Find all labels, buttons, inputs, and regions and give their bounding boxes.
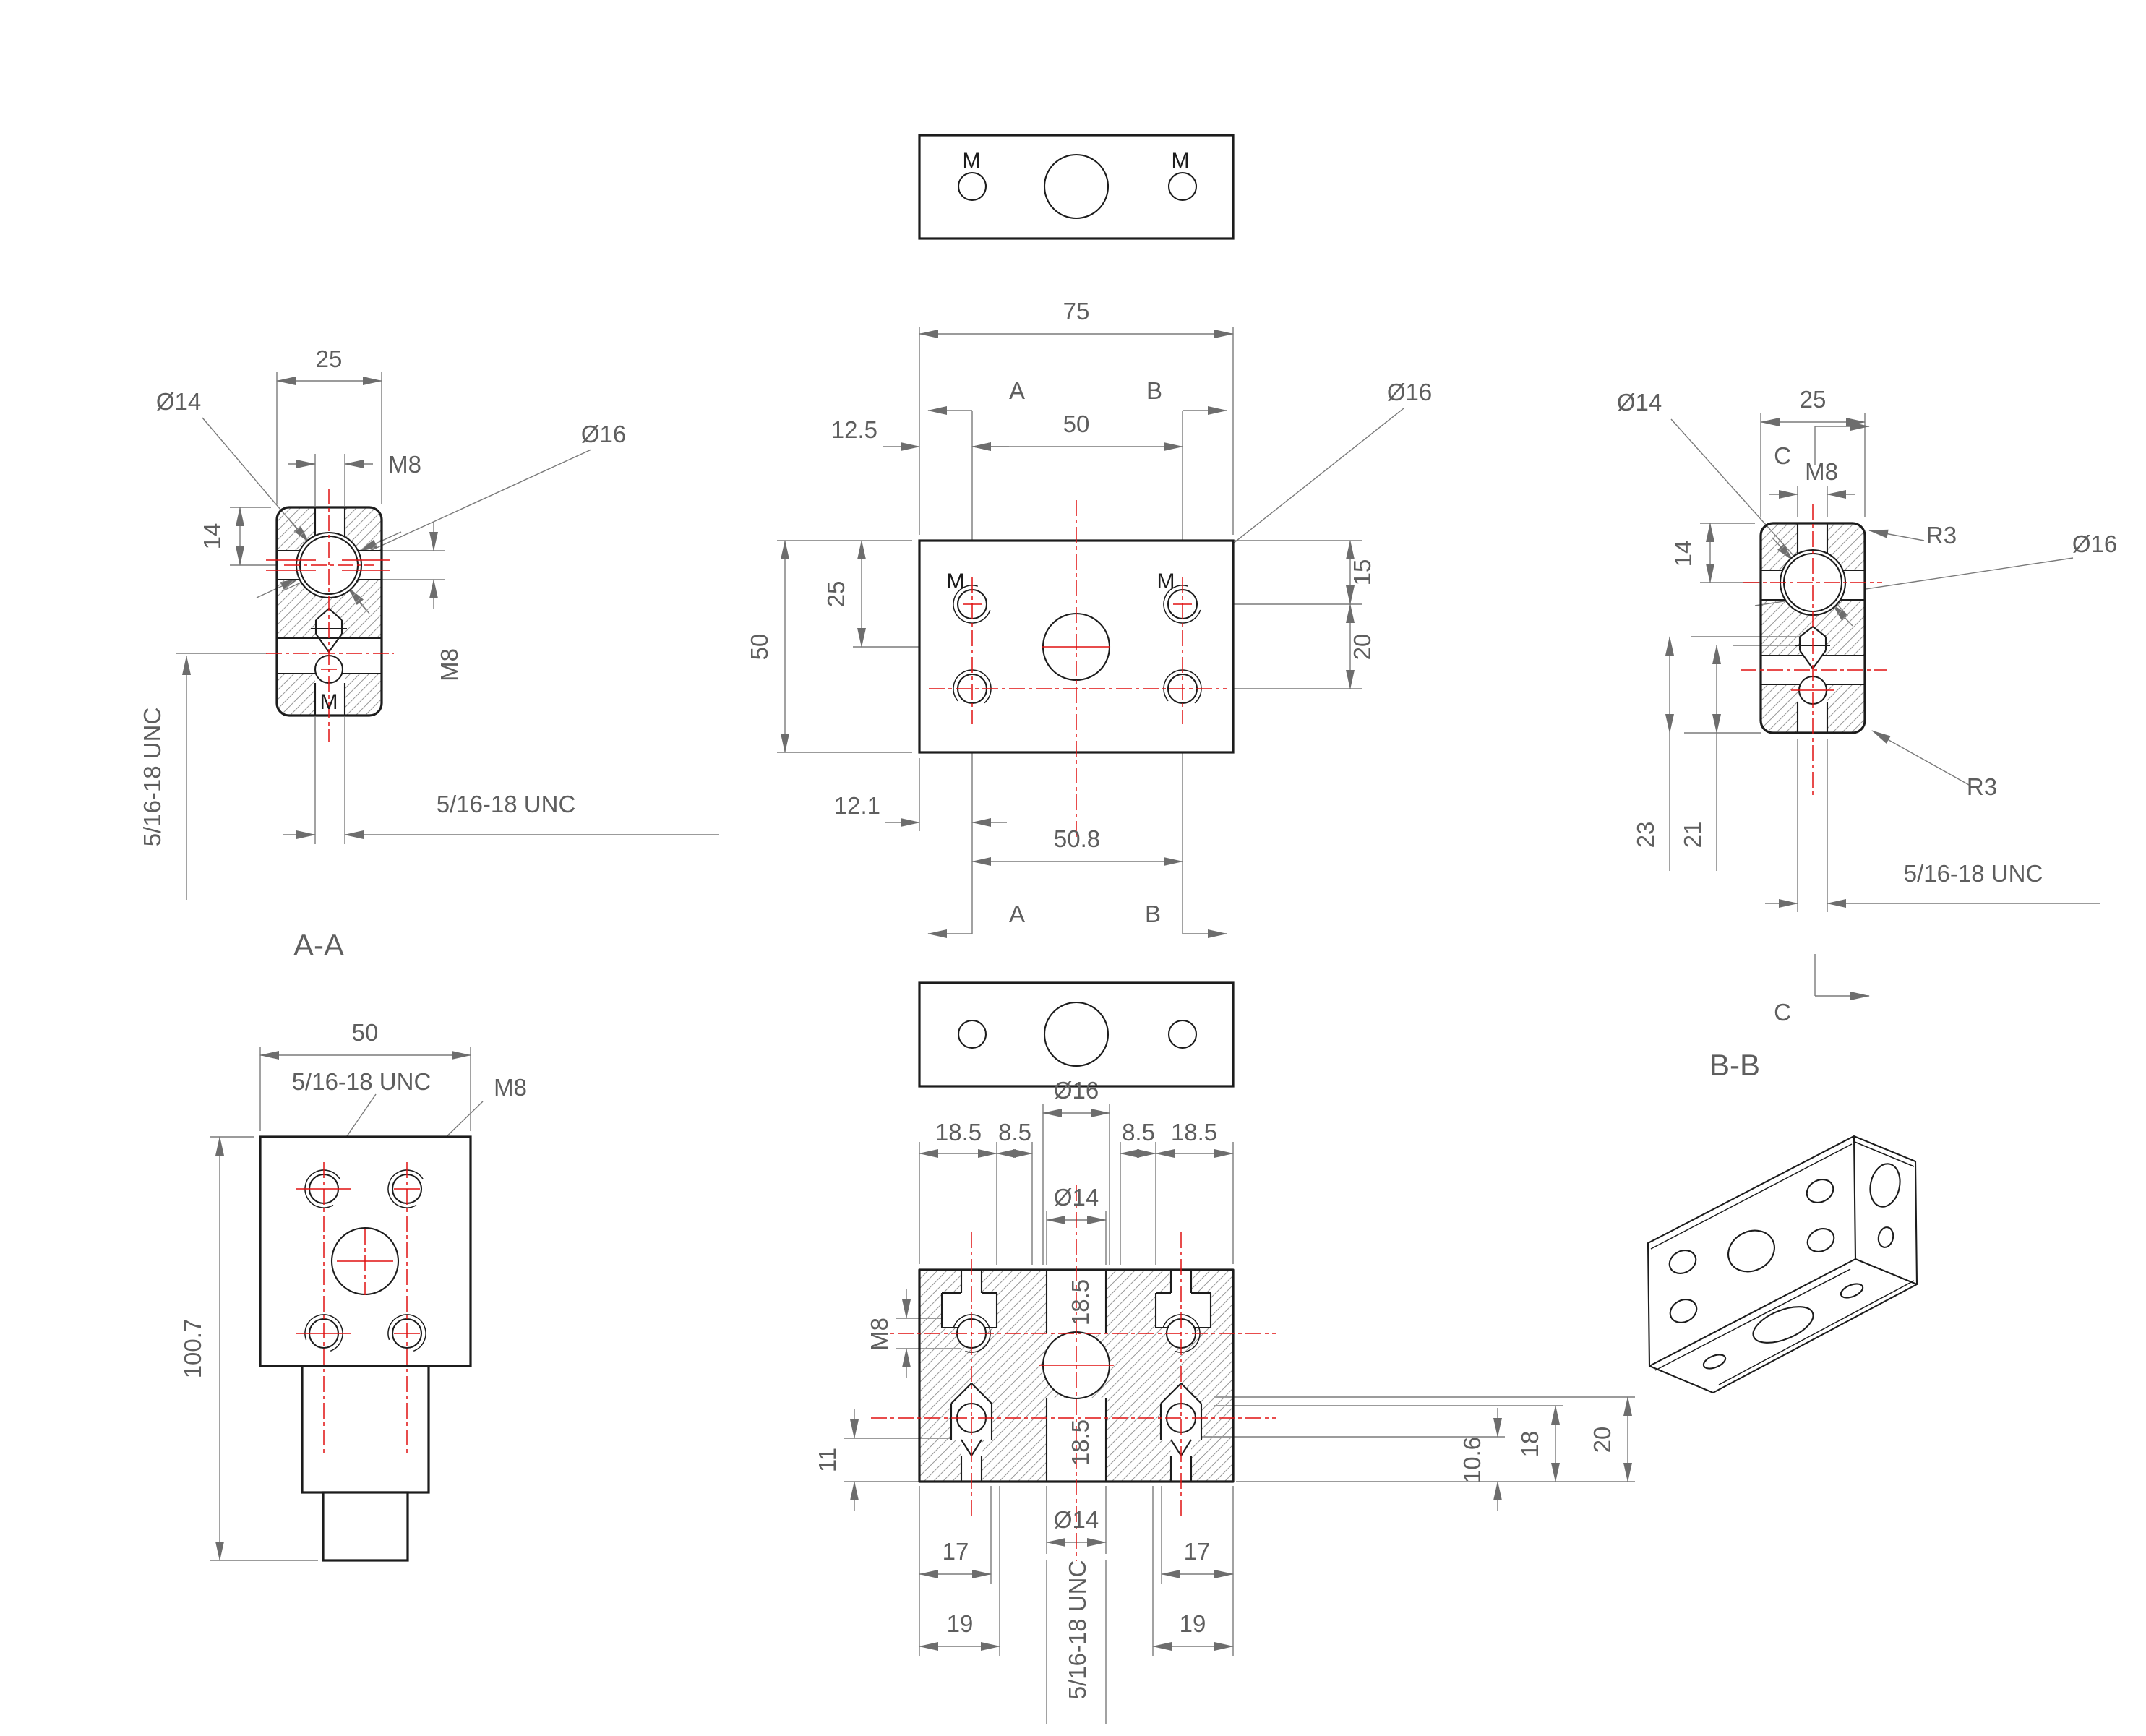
side-label-unc: 5/16-18 UNC	[292, 1068, 432, 1095]
bb-label-r3-top: R3	[1926, 522, 1957, 549]
bb-label-unc: 5/16-18 UNC	[1904, 860, 2043, 887]
front-dim-50-8: 50.8	[1054, 825, 1100, 852]
front-dim-20: 20	[1349, 634, 1375, 661]
bottom-plan-hole-right	[1167, 1019, 1198, 1049]
front-marker-a-bottom: A	[1009, 901, 1025, 927]
bs-dim-8-5-right: 8.5	[1122, 1119, 1155, 1146]
top-view-hole-right	[1167, 171, 1198, 202]
aa-title: A-A	[293, 928, 344, 962]
bs-dim-20: 20	[1589, 1427, 1615, 1453]
bs-dim-10-6: 10.6	[1459, 1437, 1485, 1483]
front-centerlines	[929, 500, 1227, 837]
bottom-plan-center-bore	[1043, 1001, 1110, 1067]
bs-label-dia14-bottom: Ø14	[1054, 1506, 1099, 1533]
top-view-m-right: M	[1172, 149, 1190, 173]
top-view-m-left: M	[963, 149, 981, 173]
front-marker-a-top: A	[1009, 377, 1025, 404]
front-dim-15: 15	[1349, 559, 1375, 586]
bb-title: B-B	[1709, 1048, 1760, 1082]
aa-dim-width: 25	[316, 345, 343, 372]
aa-label-dia14: Ø14	[156, 388, 201, 415]
bs-label-m8: M8	[866, 1318, 893, 1351]
side-dim-100-7: 100.7	[179, 1319, 206, 1379]
bs-label-unc: 5/16-18 UNC	[1064, 1560, 1091, 1700]
front-view: 75 A B 12.5 50 Ø16 M M 50 25 15 20 12.1 …	[746, 298, 1432, 938]
bottom-plan-hole-left	[957, 1019, 987, 1049]
aa-label-unc-left: 5/16-18 UNC	[139, 708, 166, 847]
bb-labels: 25 C Ø14 M8 R3 Ø16 14 23 21 R3 5/16-18 U…	[1617, 386, 2117, 1082]
side-boss2-outline	[322, 1491, 409, 1562]
bs-dim-19-left: 19	[947, 1610, 974, 1637]
front-m-right: M	[1157, 570, 1175, 593]
bs-dim-18-5-left: 18.5	[935, 1119, 982, 1146]
aa-centerlines	[266, 489, 394, 742]
bs-dimension-lines	[844, 1104, 1635, 1724]
front-marker-b-top: B	[1146, 377, 1162, 404]
aa-label-m8-top: M8	[388, 451, 421, 478]
aa-labels: 25 Ø14 Ø16 M8 14 M8 M 5/16-18 UNC 5/16-1…	[139, 345, 626, 962]
side-boss-outline	[301, 1365, 430, 1494]
bs-label-dia14-top: Ø14	[1054, 1184, 1099, 1211]
front-labels: 75 A B 12.5 50 Ø16 M M 50 25 15 20 12.1 …	[746, 298, 1432, 927]
bb-label-dia16: Ø16	[2072, 530, 2117, 557]
side-label-m8: M8	[494, 1074, 527, 1101]
aa-dimension-lines	[176, 372, 719, 900]
side-labels: 50 5/16-18 UNC M8 100.7	[179, 1019, 527, 1378]
bb-dim-23: 23	[1632, 822, 1659, 848]
aa-dim-14: 14	[199, 523, 226, 550]
bb-label-r3-bottom: R3	[1967, 773, 1997, 800]
bs-dim-11: 11	[814, 1448, 841, 1472]
bs-labels: Ø16 18.5 8.5 8.5 18.5 Ø14 18.5 18.5 M8 1…	[814, 1077, 1615, 1699]
bs-dim-17-right: 17	[1184, 1538, 1211, 1565]
bs-dim-17-left: 17	[943, 1538, 969, 1565]
bb-label-m8: M8	[1805, 458, 1838, 485]
front-m-left: M	[947, 570, 965, 593]
bs-dim-18-5-channel-bottom: 18.5	[1067, 1419, 1094, 1466]
aa-label-m8-side: M8	[436, 648, 463, 682]
bs-centerlines	[871, 1185, 1276, 1561]
front-dim-50-left: 50	[746, 634, 773, 661]
bs-dim-19-right: 19	[1180, 1610, 1206, 1637]
bb-marker-c-top: C	[1774, 442, 1791, 469]
side-centerlines	[296, 1162, 420, 1453]
front-label-dia16: Ø16	[1387, 379, 1432, 405]
top-view-center-bore	[1043, 153, 1110, 220]
section-aa: 25 Ø14 Ø16 M8 14 M8 M 5/16-18 UNC 5/16-1…	[139, 345, 719, 962]
front-dim-50-top: 50	[1063, 411, 1090, 437]
aa-label-dia16: Ø16	[581, 421, 626, 447]
bb-dim-21: 21	[1679, 822, 1706, 848]
front-dim-12-1: 12.1	[834, 792, 880, 819]
bs-label-dia16: Ø16	[1054, 1077, 1099, 1104]
aa-label-m: M	[320, 690, 338, 714]
bb-dimension-lines	[1665, 413, 2100, 1000]
bs-dim-18: 18	[1516, 1431, 1543, 1458]
aa-label-unc-bottom: 5/16-18 UNC	[437, 791, 576, 817]
bb-dim-width: 25	[1800, 386, 1827, 413]
iso-outline	[1647, 1135, 1918, 1394]
bb-dim-14: 14	[1670, 541, 1696, 567]
bs-dim-18-5-right: 18.5	[1171, 1119, 1217, 1146]
top-view-hole-left	[957, 171, 987, 202]
bb-marker-c-bottom: C	[1774, 999, 1791, 1026]
side-view: 50 5/16-18 UNC M8 100.7	[179, 1019, 527, 1562]
bb-label-dia14: Ø14	[1617, 389, 1662, 416]
bottom-plan-view	[918, 981, 1235, 1088]
front-dim-25-left: 25	[823, 581, 849, 608]
front-dim-12-5: 12.5	[831, 416, 877, 443]
iso-holes	[1668, 1163, 1901, 1370]
iso-edges	[1649, 1135, 1918, 1385]
front-dim-75: 75	[1063, 298, 1090, 325]
bb-centerlines	[1741, 504, 1887, 795]
section-bb: 25 C Ø14 M8 R3 Ø16 14 23 21 R3 5/16-18 U…	[1617, 386, 2117, 1082]
bottom-section-view: Ø16 18.5 8.5 8.5 18.5 Ø14 18.5 18.5 M8 1…	[814, 1077, 1635, 1724]
bs-dim-18-5-channel-top: 18.5	[1067, 1279, 1094, 1325]
front-marker-b-bottom: B	[1145, 901, 1161, 927]
top-view: M M	[918, 134, 1235, 240]
isometric-view	[1647, 1135, 1918, 1394]
side-dim-50: 50	[352, 1019, 379, 1046]
bs-dim-8-5-left: 8.5	[998, 1119, 1031, 1146]
